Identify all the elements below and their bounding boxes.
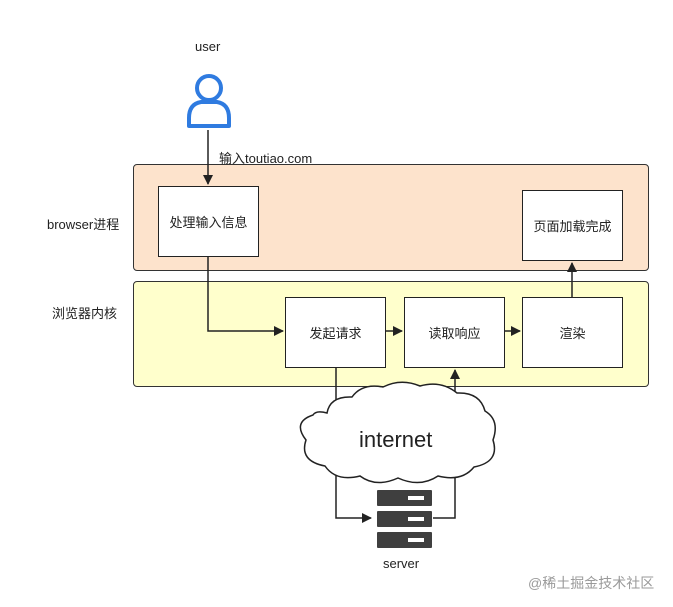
page-loaded-box: 页面加载完成 [522,190,623,261]
input-url-label: 输入toutiao.com [219,151,313,166]
server-label: server [383,556,420,571]
user-icon [187,74,231,128]
user-label: user [195,39,221,54]
send-request-box: 发起请求 [285,297,386,368]
arrow-handle-input-to-send-request [207,257,284,336]
browser-process-label: browser进程 [47,217,120,232]
read-response-box: 读取响应 [404,297,505,368]
browser-kernel-label: 浏览器内核 [52,306,118,321]
watermark: @稀土掘金技术社区 [528,575,655,591]
internet-cloud [299,381,496,484]
render-box: 渲染 [522,297,623,368]
server-icon [377,490,432,548]
handle-input-box: 处理输入信息 [158,186,259,257]
internet-label: internet [359,427,433,452]
